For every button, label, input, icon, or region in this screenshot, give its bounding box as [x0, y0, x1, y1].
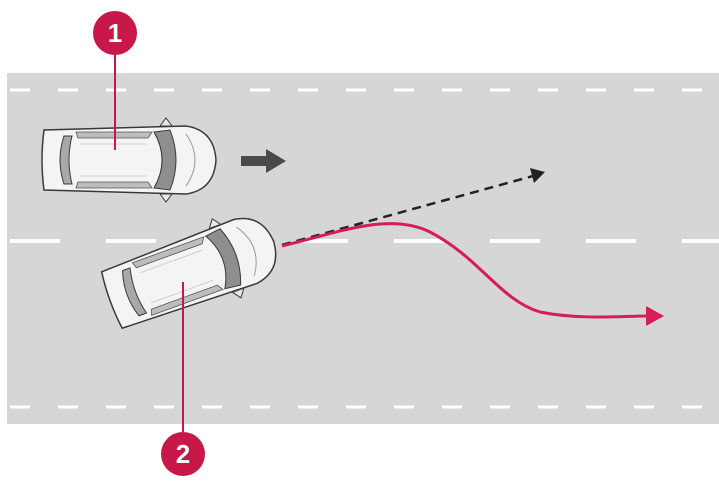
evasive-path: [281, 222, 664, 326]
straight-path: [281, 168, 545, 247]
road: [7, 73, 719, 424]
callout-2-label: 2: [176, 439, 190, 469]
callout-1-label: 1: [108, 18, 122, 48]
car-1: [41, 117, 217, 203]
callout-2: 2: [161, 282, 205, 476]
right-arrow-icon: [241, 149, 286, 173]
callout-1: 1: [93, 11, 137, 150]
